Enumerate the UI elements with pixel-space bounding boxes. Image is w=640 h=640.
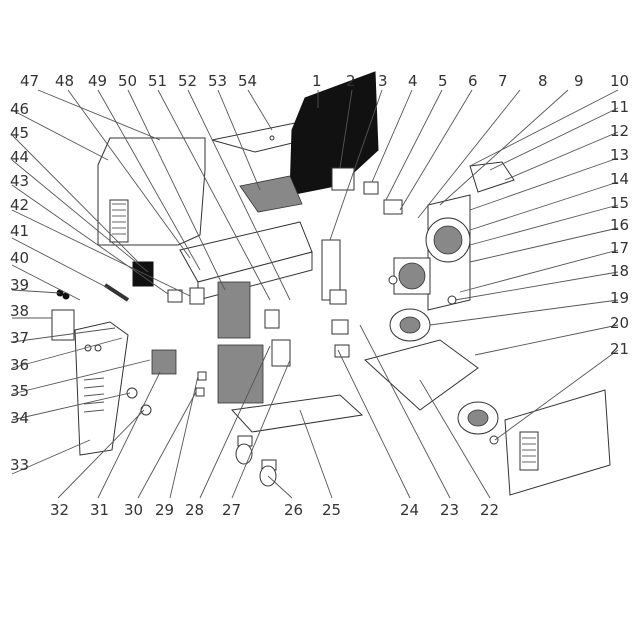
- right-side-panel: [504, 389, 611, 496]
- callout-5: 5: [438, 72, 448, 90]
- rear-wheels: [389, 308, 499, 435]
- callout-16: 16: [610, 216, 629, 234]
- front-panel: [74, 321, 129, 456]
- callout-15: 15: [610, 194, 629, 212]
- callout-29: 29: [155, 501, 174, 519]
- callout-13: 13: [610, 146, 629, 164]
- callout-53: 53: [208, 72, 227, 90]
- callout-35: 35: [10, 382, 29, 400]
- callout-3: 3: [378, 72, 388, 90]
- callout-24: 24: [400, 501, 419, 519]
- callout-42: 42: [10, 196, 29, 214]
- callout-54: 54: [238, 72, 257, 90]
- callout-26: 26: [284, 501, 303, 519]
- parts-artwork: [51, 71, 611, 496]
- callout-31: 31: [90, 501, 109, 519]
- callout-17: 17: [610, 239, 629, 257]
- callout-1: 1: [312, 72, 322, 90]
- callout-32: 32: [50, 501, 69, 519]
- callout-28: 28: [185, 501, 204, 519]
- callout-33: 33: [10, 456, 29, 474]
- callout-48: 48: [55, 72, 74, 90]
- callout-numbers: 47 48 49 50 51 52 53 54 1 2 3 4 5 6 7 8 …: [10, 72, 629, 519]
- callout-8: 8: [538, 72, 548, 90]
- callout-36: 36: [10, 356, 29, 374]
- callout-11: 11: [610, 98, 629, 116]
- bottom-tray: [230, 394, 364, 433]
- callout-46: 46: [10, 100, 29, 118]
- callout-22: 22: [480, 501, 499, 519]
- handle-bracket: [469, 161, 515, 193]
- callout-21: 21: [610, 340, 629, 358]
- support-rod: [103, 283, 130, 302]
- callout-12: 12: [610, 122, 629, 140]
- rear-panel: [393, 194, 471, 311]
- callout-25: 25: [322, 501, 341, 519]
- callout-6: 6: [468, 72, 478, 90]
- callout-19: 19: [610, 289, 629, 307]
- front-casters: [235, 435, 277, 487]
- left-side-panel: [97, 137, 206, 246]
- callout-18: 18: [610, 262, 629, 280]
- callout-45: 45: [10, 124, 29, 142]
- callout-34: 34: [10, 409, 29, 427]
- leader-lines: [11, 89, 619, 499]
- callout-23: 23: [440, 501, 459, 519]
- callout-44: 44: [10, 148, 29, 166]
- base-plate: [363, 339, 479, 411]
- callout-14: 14: [610, 170, 629, 188]
- callout-39: 39: [10, 276, 29, 294]
- callout-49: 49: [88, 72, 107, 90]
- callout-9: 9: [574, 72, 584, 90]
- callout-2: 2: [346, 72, 356, 90]
- callout-7: 7: [498, 72, 508, 90]
- callout-4: 4: [408, 72, 418, 90]
- control-pcb: [239, 175, 303, 213]
- left-panel-louvers: [109, 199, 129, 243]
- heatsink-upper: [217, 281, 251, 339]
- callout-10: 10: [610, 72, 629, 90]
- callout-40: 40: [10, 249, 29, 267]
- callout-50: 50: [118, 72, 137, 90]
- control-transformer: [331, 167, 355, 191]
- callout-52: 52: [178, 72, 197, 90]
- callout-43: 43: [10, 172, 29, 190]
- callout-41: 41: [10, 222, 29, 240]
- callout-37: 37: [10, 329, 29, 347]
- main-transformer: [151, 349, 177, 375]
- callout-47: 47: [20, 72, 39, 90]
- callout-27: 27: [222, 501, 241, 519]
- callout-38: 38: [10, 302, 29, 320]
- callout-51: 51: [148, 72, 167, 90]
- main-chassis: [179, 221, 341, 301]
- heatsink-lower: [217, 344, 264, 404]
- callout-20: 20: [610, 314, 629, 332]
- callout-30: 30: [124, 501, 143, 519]
